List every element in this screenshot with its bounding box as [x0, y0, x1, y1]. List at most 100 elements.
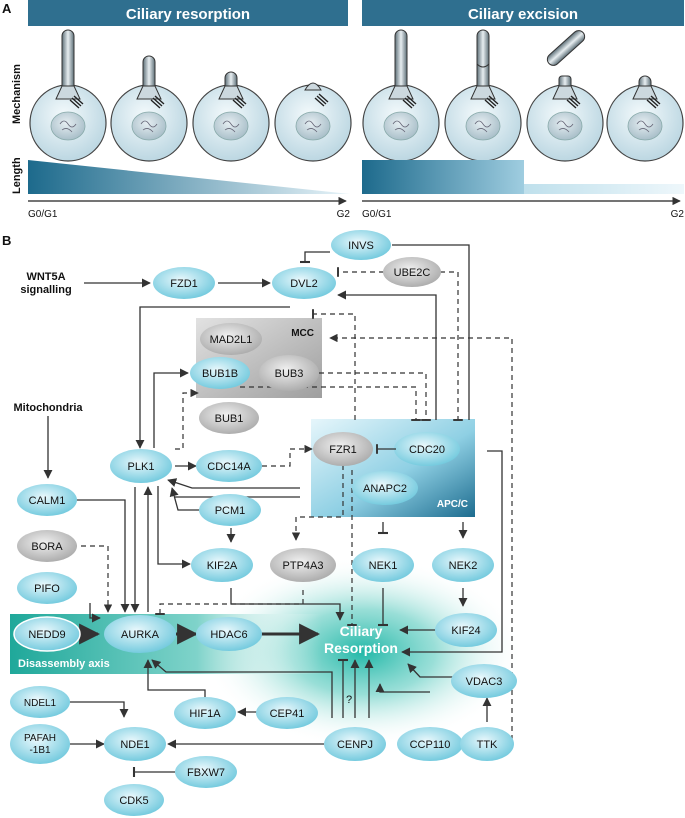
node-vdac3[interactable]: VDAC3 — [451, 664, 517, 698]
wnt5a-label-line1: WNT5A — [26, 271, 65, 283]
node-plk1[interactable]: PLK1 — [110, 449, 172, 483]
uncertain-link-marker: ? — [346, 694, 352, 706]
excision-banner-title: Ciliary excision — [468, 6, 578, 23]
axis-start-left: G0/G1 — [28, 209, 58, 220]
node-bub1-ellipse[interactable]: BUB1 — [199, 402, 259, 434]
node-fbxw7-label: FBXW7 — [187, 767, 225, 779]
node-pafah-label-line1: PAFAH — [24, 733, 56, 744]
mitochondria-label: Mitochondria — [13, 402, 83, 414]
node-cdc14a[interactable]: CDC14A — [196, 450, 262, 482]
resorption-banner-title: Ciliary resorption — [126, 6, 250, 23]
node-anapc2[interactable]: ANAPC2 — [352, 471, 418, 505]
node-aurka-label: AURKA — [121, 629, 160, 641]
resorption-label-line1: Ciliary — [340, 623, 383, 639]
node-nde1-label: NDE1 — [120, 739, 149, 751]
node-fbxw7[interactable]: FBXW7 — [175, 756, 237, 788]
node-kif24[interactable]: KIF24 — [435, 613, 497, 647]
mcc-label: MCC — [291, 328, 314, 339]
node-kif24-label: KIF24 — [451, 625, 480, 637]
node-nedd9-label: NEDD9 — [28, 629, 65, 641]
node-ttk[interactable]: TTK — [460, 727, 514, 761]
resorption-label-line2: Resorption — [324, 640, 398, 656]
node-calm1-label: CALM1 — [29, 495, 66, 507]
node-fzd1[interactable]: FZD1 — [153, 267, 215, 299]
node-nek1-label: NEK1 — [369, 560, 398, 572]
axis-end-right: G2 — [671, 209, 685, 220]
node-fzr1-label: FZR1 — [329, 444, 357, 456]
wnt5a-label-line2: signalling — [20, 284, 71, 296]
cell-diagram-1 — [29, 29, 107, 162]
node-pcm1-label: PCM1 — [215, 505, 246, 517]
cell-diagram-6 — [444, 29, 522, 162]
ciliary-resorption-node: Ciliary Resorption — [324, 623, 398, 656]
node-ccp110[interactable]: CCP110 — [397, 727, 463, 761]
node-invs-label: INVS — [348, 240, 374, 252]
node-ptp4a3-label: PTP4A3 — [283, 560, 324, 572]
edges-solid — [43, 244, 503, 778]
node-nedd9[interactable]: NEDD9 — [13, 616, 81, 652]
node-ndel1-label: NDEL1 — [24, 698, 57, 709]
node-ndel1[interactable]: NDEL1 — [10, 686, 70, 718]
node-hif1a-label: HIF1A — [189, 708, 221, 720]
cell-diagram-2 — [110, 55, 188, 162]
node-hdac6-label: HDAC6 — [210, 629, 247, 641]
node-cenpj-label: CENPJ — [337, 739, 373, 751]
node-dvl2[interactable]: DVL2 — [272, 267, 336, 299]
node-bub3-label: BUB3 — [275, 368, 304, 380]
node-ttk-label: TTK — [477, 739, 498, 751]
node-bora[interactable]: BORA — [17, 530, 77, 562]
node-fzd1-label: FZD1 — [170, 278, 198, 290]
resorption-length-wedge — [28, 160, 350, 194]
mechanism-row-label: Mechanism — [11, 64, 23, 124]
node-ube2c-label: UBE2C — [394, 267, 431, 279]
node-aurka[interactable]: AURKA — [104, 615, 176, 653]
node-pcm1[interactable]: PCM1 — [199, 494, 261, 526]
node-bub1b-label: BUB1B — [202, 368, 238, 380]
node-nde1[interactable]: NDE1 — [104, 727, 166, 761]
resorption-banner — [28, 0, 348, 26]
node-mad2l1[interactable]: MAD2L1 — [200, 323, 262, 355]
cell-diagram-7 — [526, 30, 604, 162]
node-calm1[interactable]: CALM1 — [17, 484, 77, 516]
panel-b-letter: B — [2, 233, 11, 248]
node-fzr1[interactable]: FZR1 — [313, 432, 373, 466]
node-bora-label: BORA — [31, 541, 63, 553]
node-bub1b[interactable]: BUB1B — [190, 357, 250, 389]
node-hif1a[interactable]: HIF1A — [174, 697, 236, 729]
panel-a-letter: A — [2, 1, 12, 16]
node-bub1-label: BUB1 — [215, 413, 244, 425]
node-nek2[interactable]: NEK2 — [432, 548, 494, 582]
node-nek1[interactable]: NEK1 — [352, 548, 414, 582]
node-pafah-label-line2: -1B1 — [29, 745, 51, 756]
node-invs[interactable]: INVS — [331, 230, 391, 260]
node-cep41[interactable]: CEP41 — [256, 697, 318, 729]
node-bub3[interactable]: BUB3 — [259, 355, 319, 391]
node-cdk5[interactable]: CDK5 — [104, 784, 164, 816]
cell-diagram-5 — [362, 29, 440, 162]
excision-banner — [362, 0, 684, 26]
node-cdc14a-label: CDC14A — [207, 461, 251, 473]
length-row-label: Length — [11, 157, 23, 194]
node-ube2c[interactable]: UBE2C — [383, 257, 441, 287]
node-ptp4a3[interactable]: PTP4A3 — [270, 548, 336, 582]
node-nek2-label: NEK2 — [449, 560, 478, 572]
cell-diagram-4 — [274, 82, 352, 162]
node-cenpj[interactable]: CENPJ — [324, 727, 386, 761]
node-vdac3-label: VDAC3 — [466, 676, 503, 688]
node-cdc20-label: CDC20 — [409, 444, 445, 456]
node-cdc20[interactable]: CDC20 — [394, 432, 460, 466]
node-kif2a[interactable]: KIF2A — [191, 548, 253, 582]
node-cep41-label: CEP41 — [270, 708, 305, 720]
node-pafah1b1[interactable]: PAFAH -1B1 — [10, 724, 70, 764]
node-pifo[interactable]: PIFO — [17, 572, 77, 604]
node-cdk5-label: CDK5 — [119, 795, 148, 807]
axis-end-left: G2 — [337, 209, 351, 220]
axis-start-right: G0/G1 — [362, 209, 392, 220]
node-anapc2-label: ANAPC2 — [363, 483, 407, 495]
node-hdac6[interactable]: HDAC6 — [196, 617, 262, 651]
node-ccp110-label: CCP110 — [410, 739, 451, 751]
cell-diagram-8 — [606, 75, 684, 162]
apcc-label: APC/C — [437, 499, 468, 510]
node-mad2l1-label: MAD2L1 — [210, 334, 253, 346]
